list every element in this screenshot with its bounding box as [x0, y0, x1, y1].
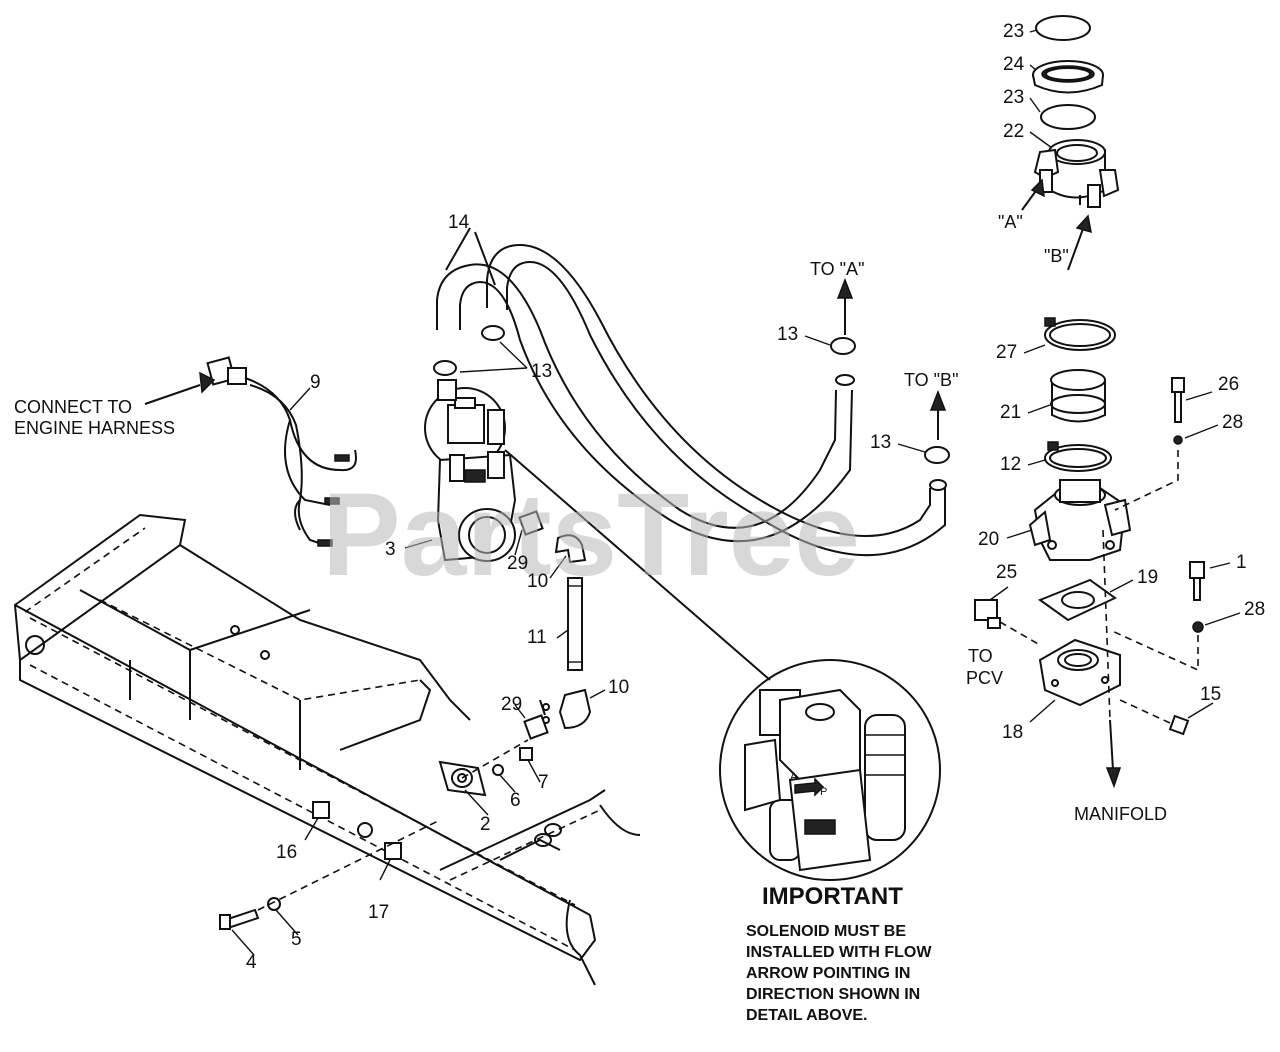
arrow-icon [199, 371, 216, 394]
to-b-caption: TO "B" [904, 370, 958, 390]
fitting-25 [974, 599, 1001, 629]
callout-21: 21 [1000, 402, 1021, 423]
callout-29-lower: 29 [501, 694, 522, 715]
arrow-up-icon [836, 277, 854, 299]
port-b-pointer [1067, 225, 1085, 271]
nipple-11 [567, 577, 583, 671]
callout-5: 5 [291, 929, 302, 950]
washer-5 [267, 897, 281, 911]
callout-27: 27 [996, 342, 1017, 363]
washer-28 [1173, 435, 1183, 445]
to-pcv-caption-line1: TO [968, 646, 993, 666]
callout-13-b: 13 [870, 432, 891, 453]
clamp-27 [1044, 317, 1116, 351]
callout-29-upper: 29 [507, 553, 528, 574]
nut-7 [519, 747, 533, 761]
solenoid-detail-view: A P [719, 659, 941, 881]
to-pcv-caption-line2: PCV [966, 668, 1003, 688]
arrow-icon [1030, 178, 1045, 198]
important-line-1: SOLENOID MUST BE [746, 923, 906, 940]
adapter-21 [1050, 369, 1106, 423]
callout-10-upper: 10 [527, 571, 548, 592]
wire-harness [206, 356, 357, 547]
callout-26: 26 [1218, 374, 1239, 395]
callout-2: 2 [480, 814, 491, 835]
callout-28-lower: 28 [1244, 599, 1265, 620]
connect-caption-line2: ENGINE HARNESS [14, 418, 175, 438]
callout-10-lower: 10 [608, 677, 629, 698]
hose-clamp-13 [433, 325, 950, 464]
callout-9: 9 [310, 372, 321, 393]
callout-1: 1 [1236, 552, 1247, 573]
important-line-4: DIRECTION SHOWN IN [746, 986, 920, 1003]
throttle-body-20 [1028, 479, 1132, 561]
port-b-label: "B" [1044, 246, 1069, 266]
callout-11: 11 [527, 627, 547, 648]
svg-text:P: P [820, 786, 827, 798]
gasket-19 [1037, 578, 1117, 622]
important-line-5: DETAIL ABOVE. [746, 1007, 868, 1024]
o-ring-23 [1040, 104, 1096, 130]
callout-15: 15 [1200, 684, 1221, 705]
bolt-26 [1171, 377, 1185, 423]
manifold-caption: MANIFOLD [1074, 804, 1167, 824]
elbow-10 [554, 534, 592, 730]
callout-18: 18 [1002, 722, 1023, 743]
svg-text:A: A [790, 771, 798, 783]
fitting-29 [518, 510, 549, 740]
adapter-18 [1038, 638, 1121, 707]
callout-20: 20 [978, 529, 999, 550]
callout-23-top: 23 [1003, 21, 1024, 42]
mixer-body-22 [1033, 139, 1120, 208]
to-a-caption: TO "A" [810, 259, 864, 279]
washer-28 [1192, 621, 1204, 633]
callout-22: 22 [1003, 121, 1024, 142]
important-line-3: ARROW POINTING IN [746, 965, 910, 982]
connect-caption-line1: CONNECT TO [14, 397, 132, 417]
callout-16: 16 [276, 842, 297, 863]
solenoid-valve-assembly [424, 379, 771, 681]
important-line-2: INSTALLED WITH FLOW [746, 944, 932, 961]
bolt-1 [1189, 561, 1205, 601]
callout-13-a: 13 [777, 324, 798, 345]
frame-rail [13, 513, 641, 986]
o-ring-23 [1035, 15, 1091, 41]
nut-15 [1168, 714, 1190, 736]
hoses-14 [436, 227, 947, 557]
callout-25: 25 [996, 562, 1017, 583]
callout-14: 14 [448, 212, 470, 233]
port-a-label: "A" [998, 212, 1023, 232]
callout-24: 24 [1003, 54, 1025, 75]
callout-13-solenoid: 13 [531, 361, 552, 382]
callout-23-lower: 23 [1003, 87, 1024, 108]
watermark: PartsTree [322, 469, 860, 601]
callout-4: 4 [246, 952, 257, 973]
callout-3: 3 [385, 539, 396, 560]
retainer-24 [1032, 60, 1104, 94]
arrow-icon [1075, 214, 1092, 234]
callout-19: 19 [1137, 567, 1158, 588]
callout-28-top: 28 [1222, 412, 1243, 433]
callout-7: 7 [538, 772, 549, 793]
callout-17: 17 [368, 902, 389, 923]
important-heading: IMPORTANT [762, 883, 903, 910]
harness-pointer [144, 384, 201, 405]
washer-6 [492, 764, 504, 776]
callout-6: 6 [510, 790, 521, 811]
arrow-down-icon [1105, 767, 1122, 789]
arrow-up-icon [929, 389, 947, 411]
label-16-decal [312, 801, 330, 819]
callout-12: 12 [1000, 454, 1021, 475]
callout-leaders [231, 29, 1241, 956]
bolt-4 [219, 908, 260, 930]
clamp-12 [1044, 441, 1112, 472]
